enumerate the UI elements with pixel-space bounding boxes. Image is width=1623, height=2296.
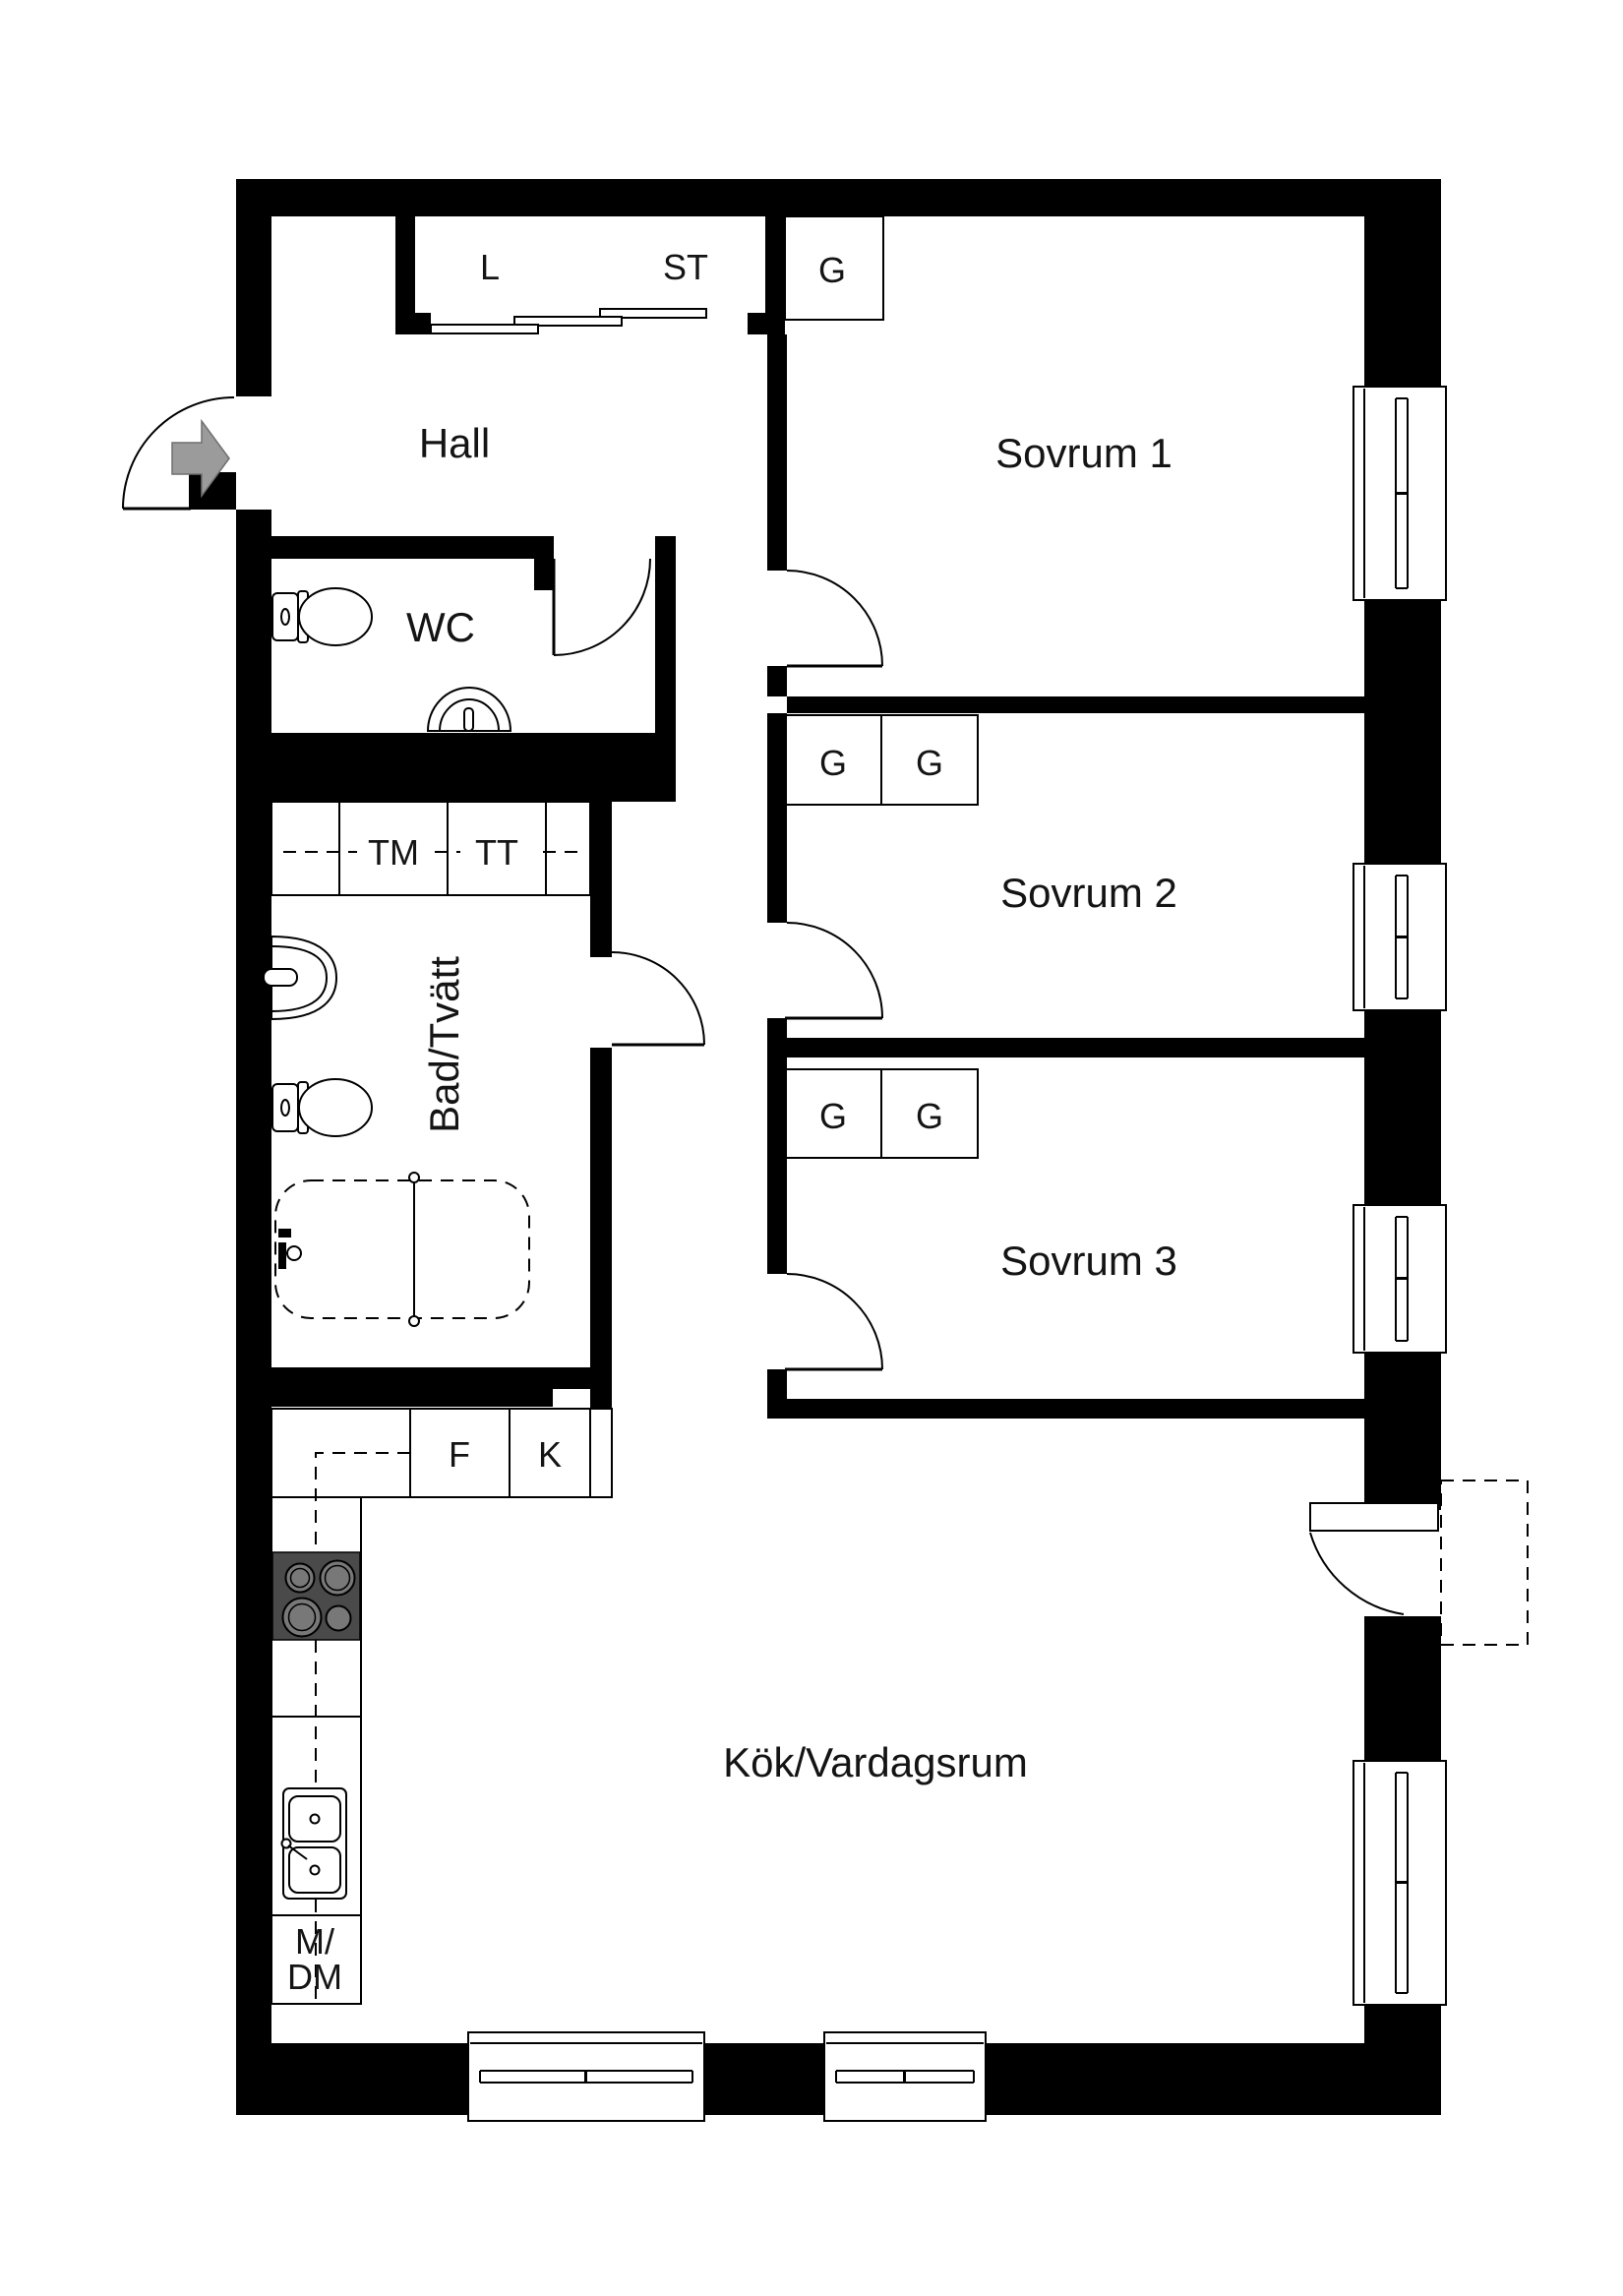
wc-right-wall [655, 536, 676, 733]
balcony-door [1309, 1502, 1439, 1615]
fixtures [263, 587, 530, 1900]
label-wardrobe-sovrum3-a: G [819, 1096, 847, 1136]
bad-bottom-wall-step [553, 1367, 612, 1389]
room-label-kok-vardagsrum: Kök/Vardagsrum [723, 1739, 1028, 1785]
laundry-cabinet-row [270, 801, 591, 896]
closet-left-stub [395, 313, 431, 334]
wall-left-upper [236, 179, 271, 396]
corridor-wall-mid2 [767, 1018, 787, 1274]
label-wardrobe-sovrum3-b: G [916, 1096, 943, 1136]
wc-door-stub [534, 559, 554, 590]
doors [122, 396, 1439, 1615]
corridor-wall-mid1 [767, 713, 787, 923]
wardrobe-box-sovrum1 [784, 215, 884, 321]
bad-right-wall-upper [590, 802, 612, 957]
kitchen-sink-icon [280, 1787, 347, 1900]
sovrum2-sovrum3-wall [787, 1038, 1364, 1057]
window-sovrum1 [1352, 386, 1447, 601]
closet-left-wall [395, 216, 415, 315]
label-micro-dishwasher-1: M/ [295, 1921, 334, 1962]
bad-basin-icon [263, 935, 338, 1021]
label-cleaning-closet: ST [663, 247, 708, 287]
label-micro-dishwasher-2: DM [287, 1957, 342, 1997]
room-label-wc: WC [406, 604, 475, 650]
window-sovrum2 [1352, 863, 1447, 1011]
label-wardrobe-sovrum2-b: G [916, 743, 943, 783]
wc-door [552, 558, 651, 656]
interior-walls [236, 216, 1364, 1419]
window-kok-right [1352, 1760, 1447, 2006]
room-label-sovrum2: Sovrum 2 [1000, 870, 1177, 916]
stove-icon [271, 1551, 361, 1641]
counter-end-stub [590, 1389, 612, 1409]
window-sovrum3 [1352, 1204, 1447, 1354]
label-wardrobe-sovrum1: G [818, 250, 846, 290]
label-fridge: K [538, 1434, 562, 1475]
entry-arrow-icon [171, 418, 230, 499]
room-label-sovrum1: Sovrum 1 [995, 430, 1172, 476]
label-tumble-dryer: TT [475, 832, 518, 873]
sovrum3-bottom-wall [785, 1399, 1364, 1419]
sovrum3-door [785, 1273, 883, 1371]
bad-tvatt-door [611, 951, 705, 1047]
closet-right-wall [765, 216, 785, 315]
shaft-band [236, 733, 676, 802]
balcony-dashed-outline [1440, 1480, 1529, 1646]
entry-door [122, 396, 235, 511]
corridor-wall-bottom-stub [767, 1369, 787, 1419]
window-bottom-right [823, 2031, 987, 2122]
windows [467, 386, 1447, 2122]
labels: Hall WC Bad/Tvätt Sovrum 1 Sovrum 2 Sovr… [287, 247, 1177, 1997]
exterior-walls [189, 179, 1441, 2115]
hall-sovrum1-wall [767, 334, 787, 571]
room-label-sovrum3: Sovrum 3 [1000, 1238, 1177, 1284]
wall-top [236, 179, 1441, 216]
kitchen-cabinets [270, 1408, 613, 2005]
room-label-bad-tvatt: Bad/Tvätt [421, 956, 467, 1133]
wc-toilet-icon [271, 587, 373, 646]
label-linen-closet: L [480, 247, 500, 287]
wc-top-wall [236, 536, 554, 559]
closet-sliding-doors [430, 308, 707, 334]
label-freezer: F [449, 1434, 470, 1475]
closet-right-stub [748, 313, 785, 334]
bad-toilet-icon [271, 1078, 373, 1137]
sovrum1-door [786, 570, 883, 668]
bad-right-wall-lower [590, 1048, 612, 1367]
bathtub-icon [274, 1172, 530, 1327]
sovrum1-door-stub [767, 666, 787, 696]
wc-basin-icon [426, 687, 512, 732]
bad-bottom-wall [236, 1367, 553, 1407]
wardrobes-cabinets [270, 215, 979, 2005]
sovrum2-door [785, 922, 883, 1020]
label-wardrobe-sovrum2-a: G [819, 743, 847, 783]
room-label-hall: Hall [419, 420, 490, 466]
label-washing-machine: TM [368, 832, 419, 873]
sovrum1-sovrum2-wall [787, 696, 1364, 713]
window-bottom-left [467, 2031, 705, 2122]
